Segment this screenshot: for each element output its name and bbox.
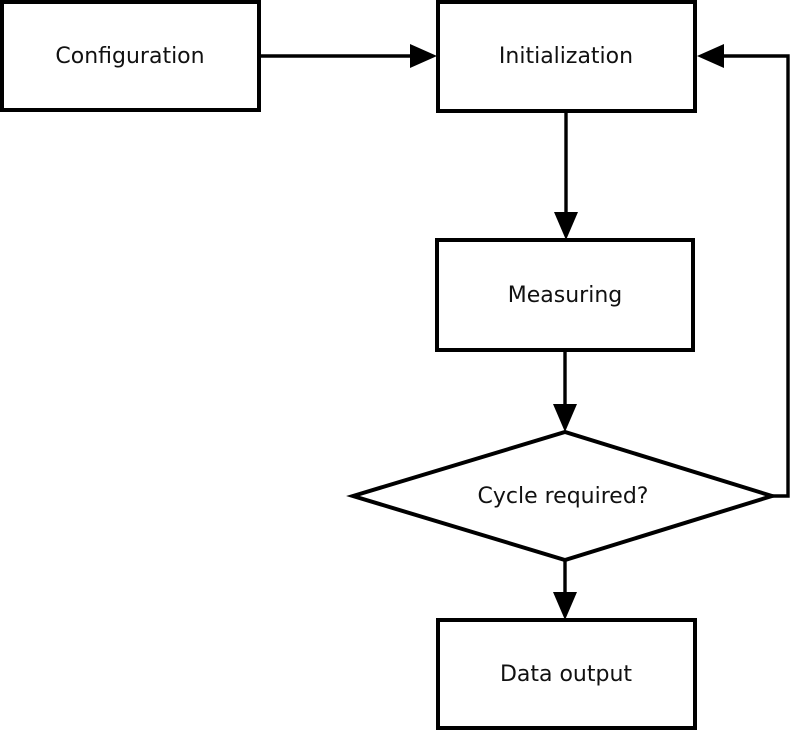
arrowhead-cycle-required-to-data-output <box>553 592 577 620</box>
node-data-output-box[interactable] <box>436 618 697 730</box>
arrowhead-cycle-required-to-initialization <box>697 44 724 68</box>
edge-initialization-to-measuring <box>554 111 578 240</box>
node-data-output-label: Data output <box>500 662 632 687</box>
node-measuring[interactable]: Measuring <box>435 238 695 352</box>
edge-measuring-to-cycle-required <box>553 350 577 432</box>
node-configuration-label: Configuration <box>55 44 204 69</box>
node-initialization-label: Initialization <box>499 44 633 69</box>
node-cycle-required[interactable]: Cycle required? <box>346 429 779 563</box>
node-measuring-box[interactable] <box>435 238 695 352</box>
edge-line-cycle-required-to-initialization <box>711 54 790 498</box>
node-initialization-box[interactable] <box>436 0 697 113</box>
node-cycle-required-label: Cycle required? <box>478 484 649 509</box>
node-initialization[interactable]: Initialization <box>436 0 697 113</box>
node-measuring-label: Measuring <box>508 283 622 308</box>
arrowhead-measuring-to-cycle-required <box>553 404 577 432</box>
node-data-output[interactable]: Data output <box>436 618 697 730</box>
edge-cycle-required-to-initialization-feedback <box>697 44 790 498</box>
node-configuration-box[interactable] <box>0 0 261 112</box>
node-configuration[interactable]: Configuration <box>0 0 261 112</box>
arrowhead-initialization-to-measuring <box>554 212 578 240</box>
edge-configuration-to-initialization <box>259 44 437 68</box>
edge-cycle-required-to-data-output <box>553 560 577 620</box>
node-cycle-required-diamond[interactable] <box>346 429 779 563</box>
arrowhead-configuration-to-initialization <box>410 44 437 68</box>
